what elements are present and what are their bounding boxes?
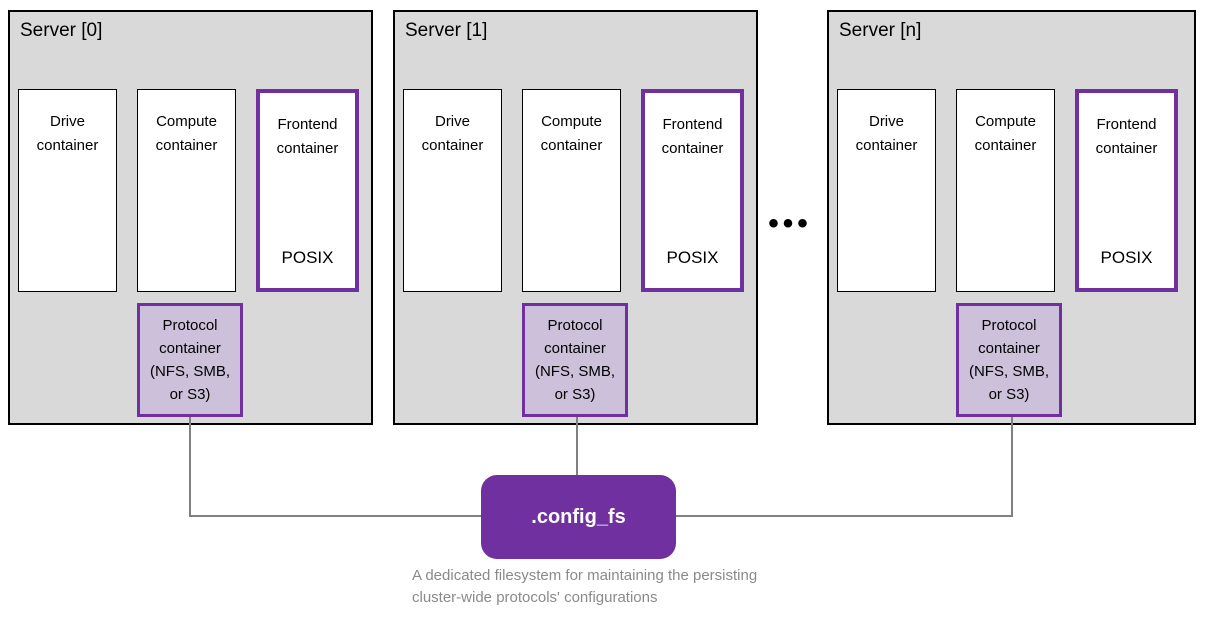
connector-server0-vertical	[189, 417, 191, 517]
config-fs-caption: A dedicated filesystem for maintaining t…	[412, 567, 758, 606]
compute-container-label: Compute container	[974, 113, 1037, 154]
connector-server0-horizontal	[189, 515, 482, 517]
server-n-box: Server [n] Drive container Compute conta…	[827, 10, 1196, 425]
frontend-container-label: Frontend container	[276, 116, 339, 157]
protocol-container-label: Protocol container (NFS, SMB, or S3)	[968, 317, 1049, 403]
server-0-box: Server [0] Drive container Compute conta…	[8, 10, 373, 425]
posix-label: POSIX	[1100, 248, 1153, 267]
server-1-protocol-container: Protocol container (NFS, SMB, or S3)	[522, 303, 628, 417]
posix-label: POSIX	[666, 248, 719, 267]
server-0-protocol-container: Protocol container (NFS, SMB, or S3)	[137, 303, 243, 417]
server-1-box: Server [1] Drive container Compute conta…	[393, 10, 758, 425]
posix-label: POSIX	[281, 248, 334, 267]
server-n-compute-container: Compute container	[956, 89, 1055, 292]
drive-container-label: Drive container	[36, 113, 99, 154]
config-fs-node: .config_fs	[481, 475, 676, 559]
server-n-title: Server [n]	[839, 20, 922, 41]
frontend-container-label: Frontend container	[1095, 116, 1158, 157]
drive-container-label: Drive container	[855, 113, 918, 154]
config-fs-label: .config_fs	[531, 505, 626, 528]
drive-container-label: Drive container	[421, 113, 484, 154]
server-1-compute-container: Compute container	[522, 89, 621, 292]
frontend-container-label: Frontend container	[661, 116, 724, 157]
server-0-drive-container: Drive container	[18, 89, 117, 292]
compute-container-label: Compute container	[540, 113, 603, 154]
server-0-title: Server [0]	[20, 20, 103, 41]
server-0-compute-container: Compute container	[137, 89, 236, 292]
server-n-frontend-container: Frontend container POSIX	[1075, 89, 1178, 292]
connector-servern-vertical	[1011, 417, 1013, 517]
server-n-protocol-container: Protocol container (NFS, SMB, or S3)	[956, 303, 1062, 417]
server-1-title: Server [1]	[405, 20, 488, 41]
protocol-container-label: Protocol container (NFS, SMB, or S3)	[149, 317, 230, 403]
connector-server1-vertical	[576, 417, 578, 477]
server-0-frontend-container: Frontend container POSIX	[256, 89, 359, 292]
server-1-frontend-container: Frontend container POSIX	[641, 89, 744, 292]
server-n-drive-container: Drive container	[837, 89, 936, 292]
connector-servern-horizontal	[676, 515, 1013, 517]
protocol-container-label: Protocol container (NFS, SMB, or S3)	[534, 317, 615, 403]
server-1-drive-container: Drive container	[403, 89, 502, 292]
more-servers-ellipsis: •••	[768, 207, 812, 240]
compute-container-label: Compute container	[155, 113, 218, 154]
